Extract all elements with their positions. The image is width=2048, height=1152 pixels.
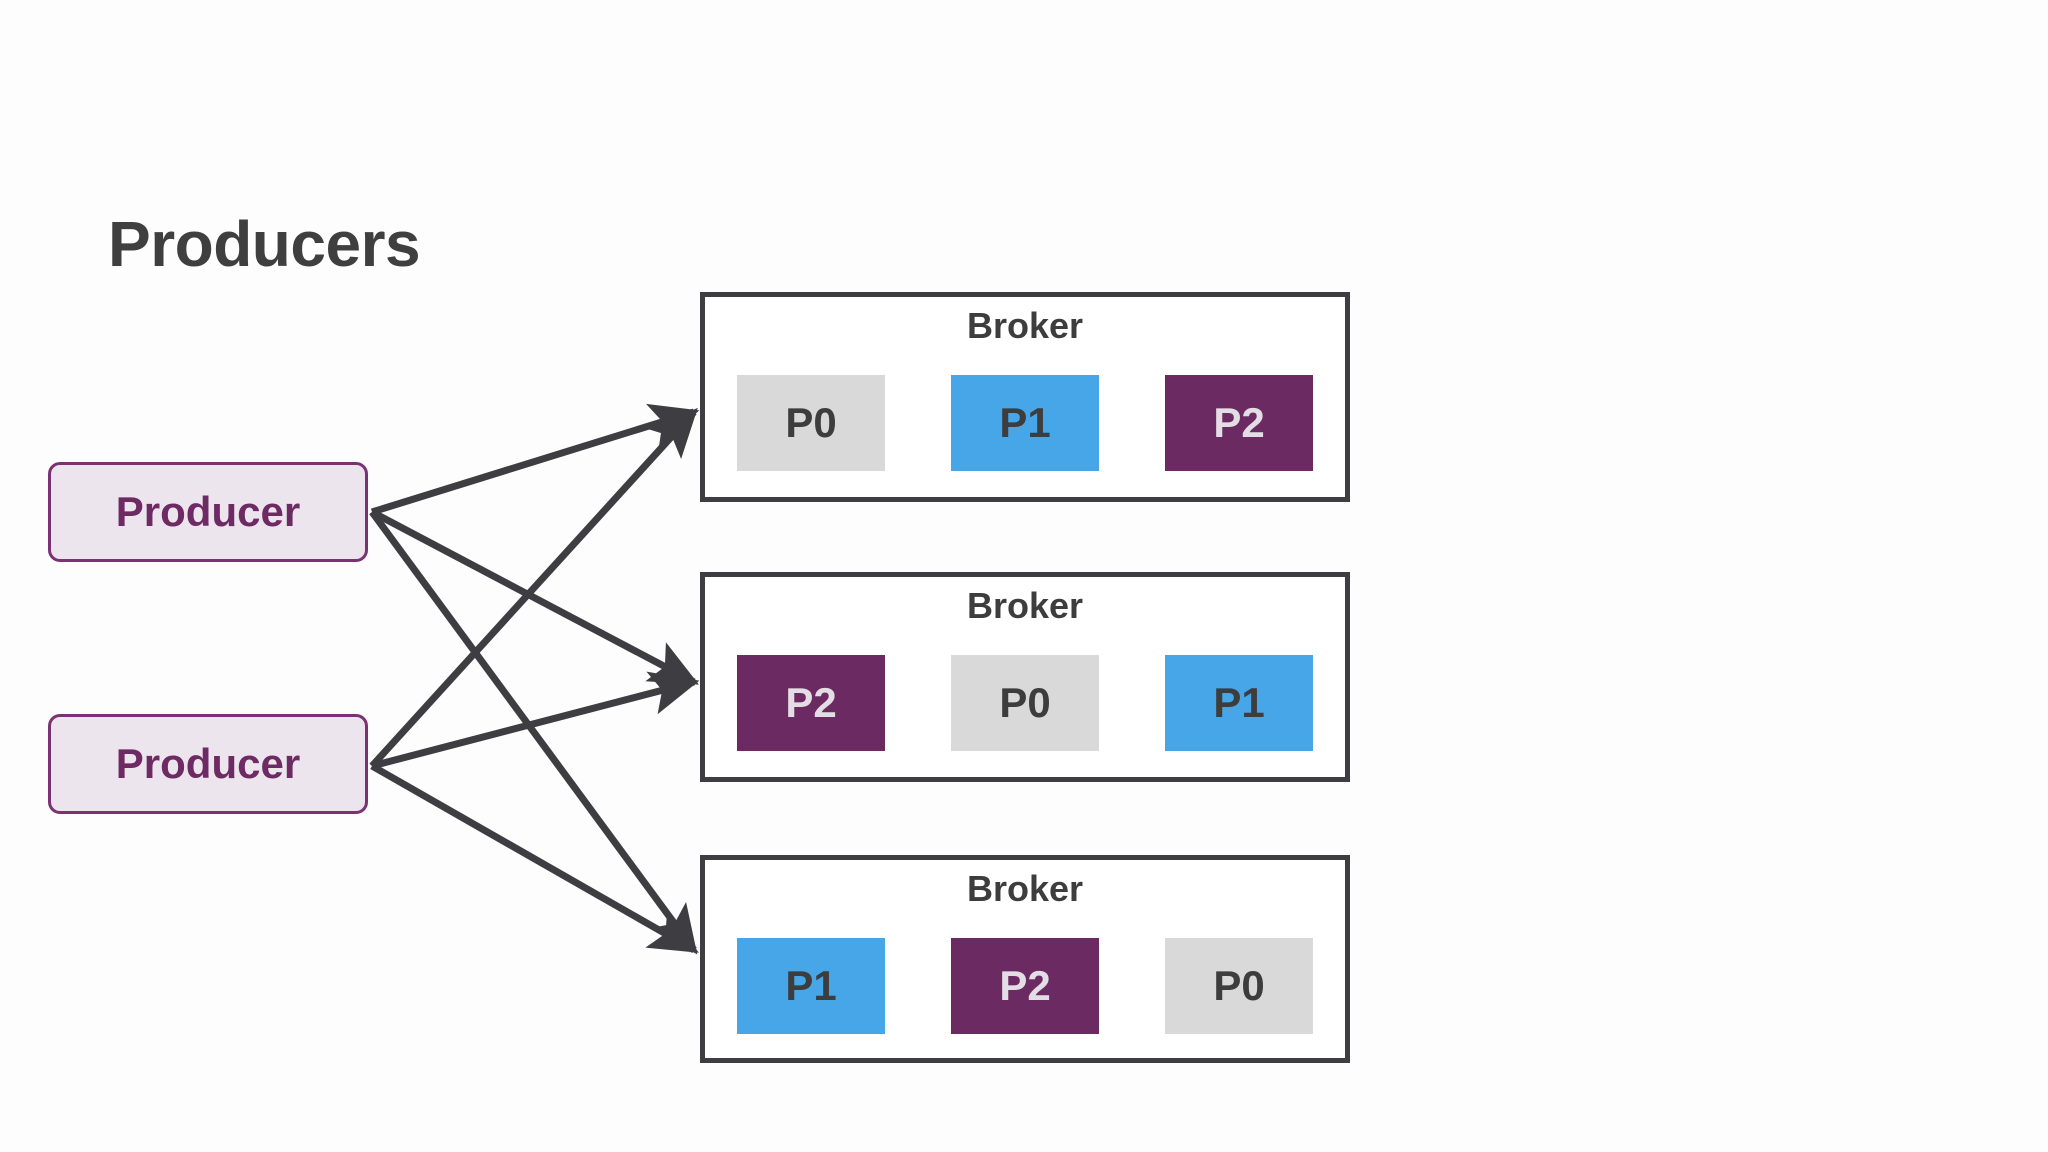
broker-title: Broker [966,305,1084,346]
partition-cell[interactable]: P0 [1165,938,1313,1034]
partition-cell[interactable]: P2 [951,938,1099,1034]
connector-producer1-broker1 [371,671,700,770]
partition-cell[interactable]: P1 [951,375,1099,471]
page-title: Producers [108,208,421,280]
broker-node-1[interactable]: Broker P2 P0 P1 [700,572,1350,782]
connector-producer1-broker0 [369,407,698,769]
partition-cell[interactable]: P1 [1165,655,1313,751]
partition-list: P2 P0 P1 [737,655,1313,751]
connector-producer0-broker1 [370,508,699,686]
producer-label: Producer [115,488,301,535]
broker-title: Broker [966,585,1084,626]
partition-cell[interactable]: P0 [737,375,885,471]
partition-list: P0 P1 P2 [737,375,1313,471]
producer-label: Producer [115,740,301,787]
partition-cell[interactable]: P1 [737,938,885,1034]
connector-producer1-broker2 [370,762,699,954]
partition-cell[interactable]: P2 [737,655,885,751]
partition-cell[interactable]: P2 [1165,375,1313,471]
producer-node-1[interactable]: Producer [48,714,368,814]
producer-node-0[interactable]: Producer [48,462,368,562]
connector-producer0-broker0 [370,403,700,516]
broker-title: Broker [966,868,1084,909]
partition-cell[interactable]: P0 [951,655,1099,751]
partition-list: P1 P2 P0 [737,938,1313,1034]
connector-producer0-broker2 [369,509,698,955]
broker-node-0[interactable]: Broker P0 P1 P2 [700,292,1350,502]
broker-node-2[interactable]: Broker P1 P2 P0 [700,855,1350,1063]
